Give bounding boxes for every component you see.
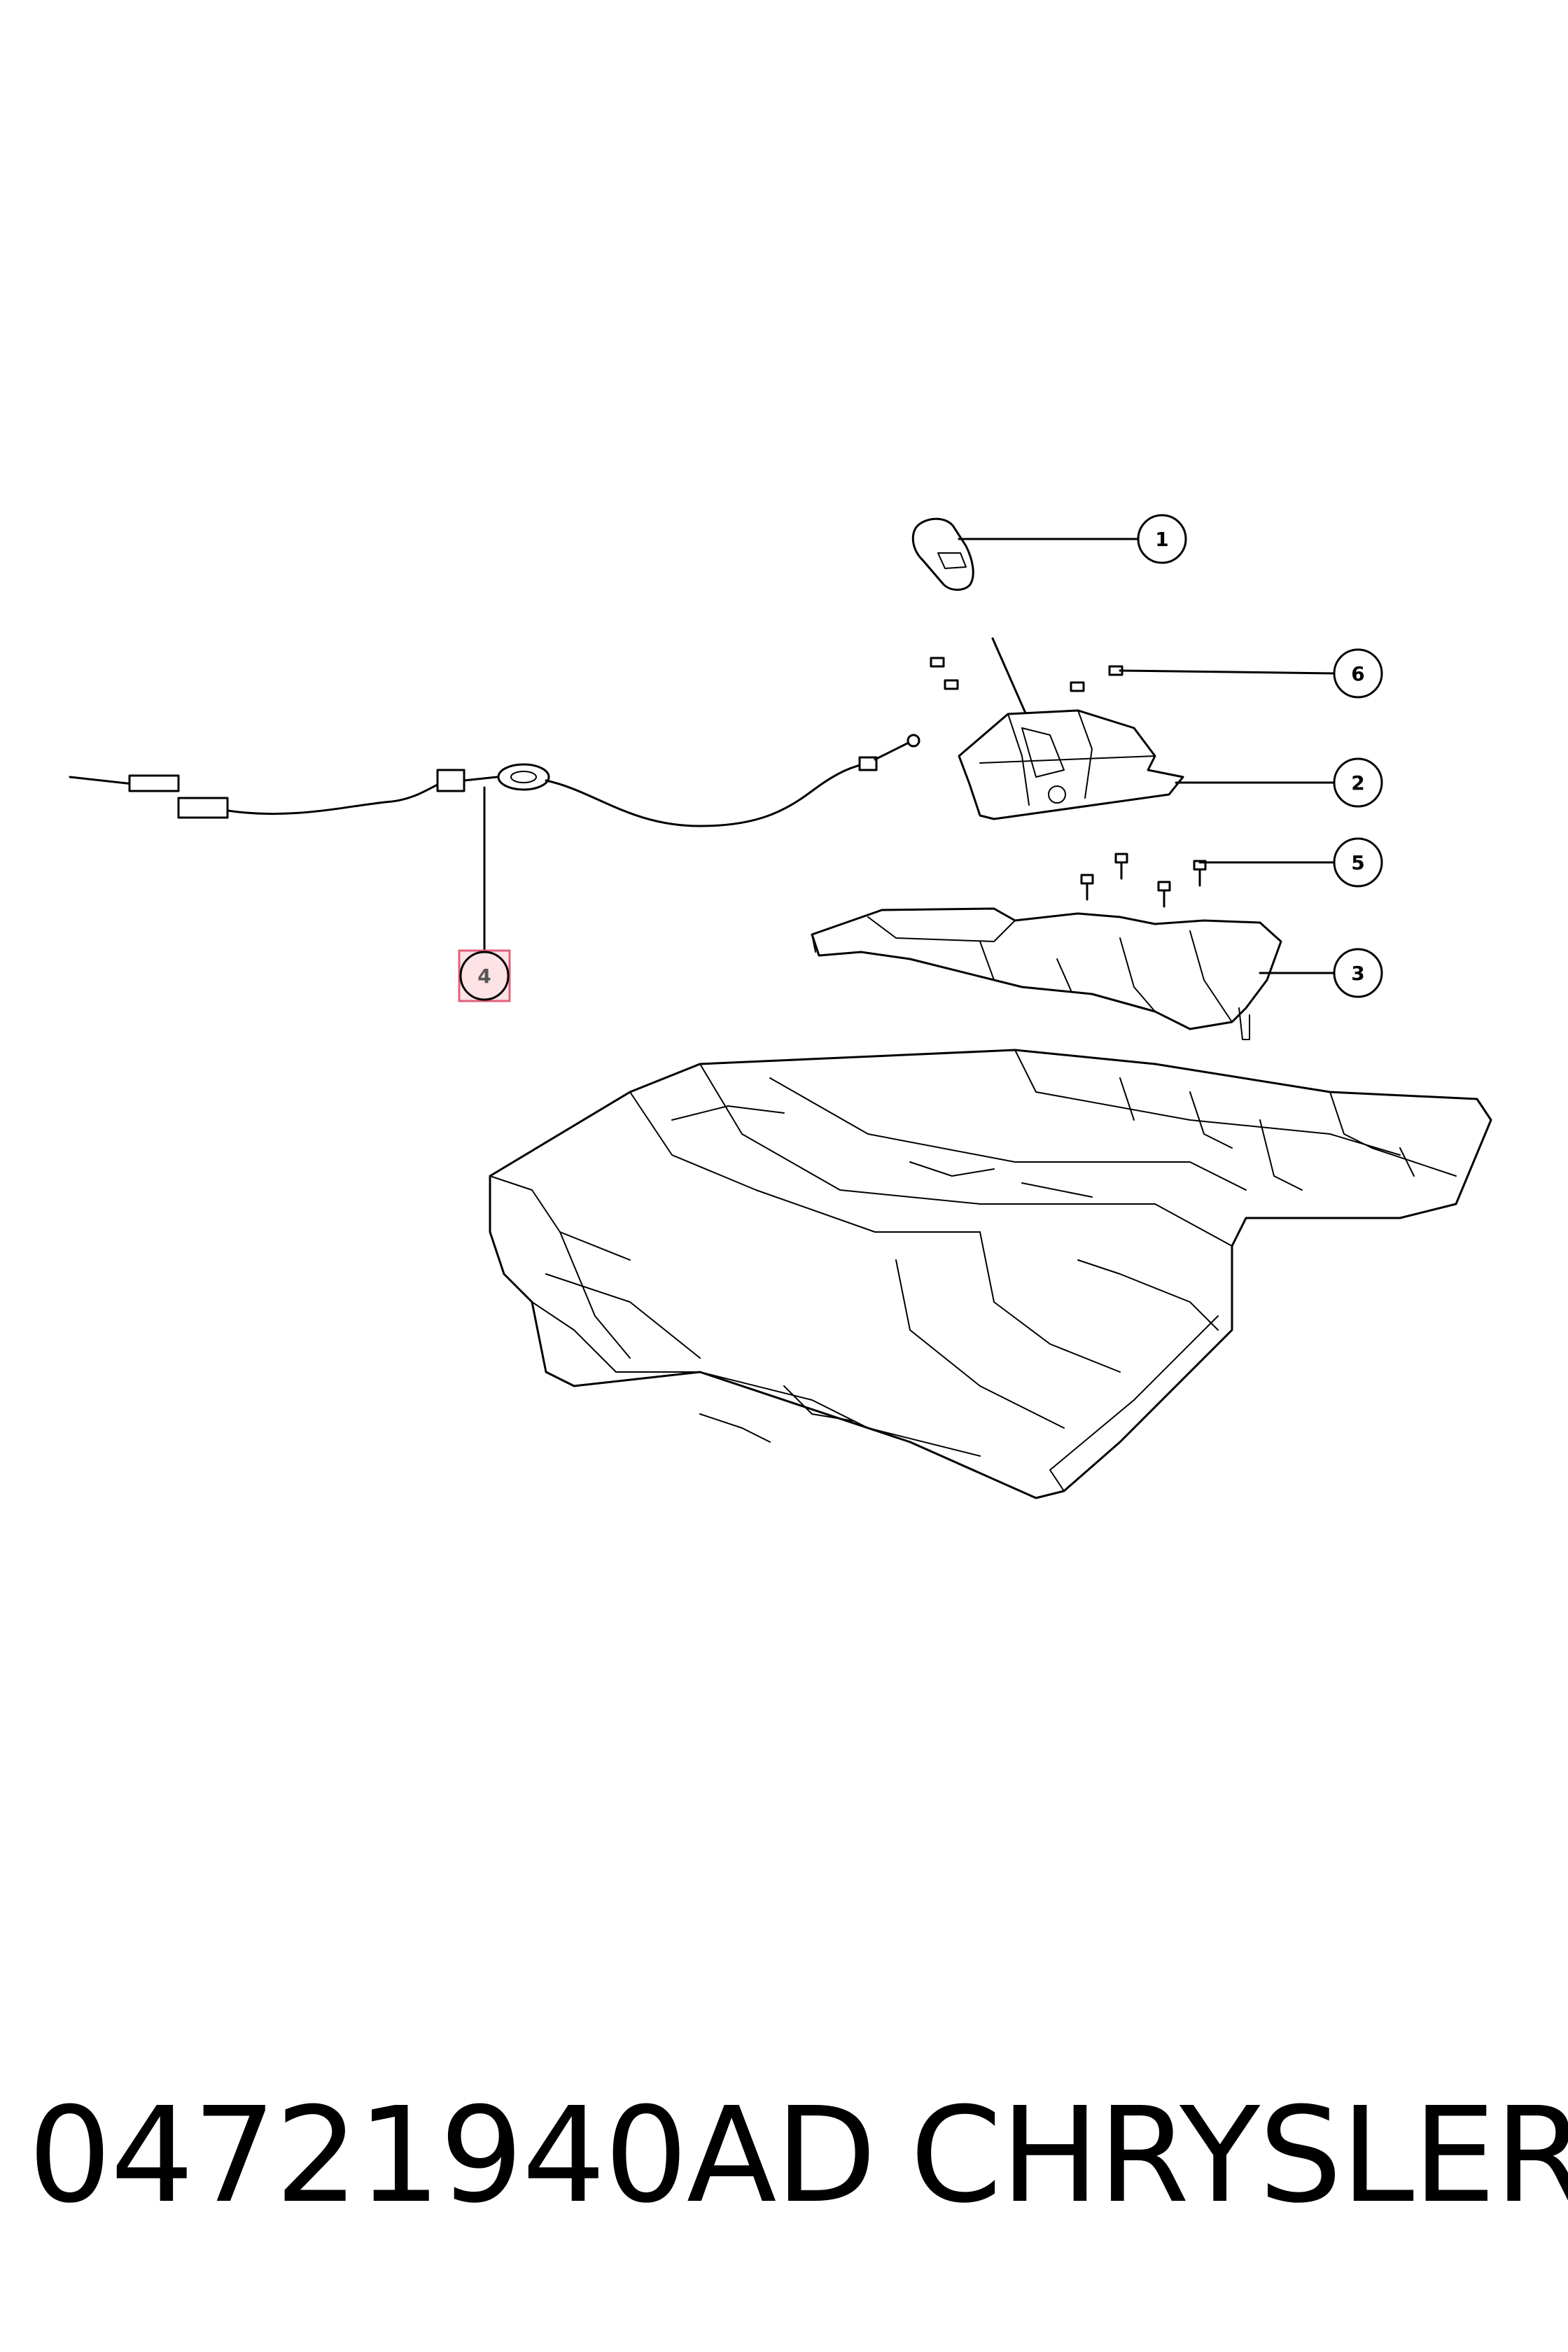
shift-cable [69,734,920,827]
part-number: 04721940AD [28,2079,876,2232]
shifter-bracket [811,907,1282,1040]
callout-2-label: 2 [1351,771,1364,794]
callout-6-leader [1119,669,1338,675]
callout-3: 3 [1333,948,1383,998]
callout-4-label: 4 [477,965,491,988]
bolts [1080,853,1207,908]
brand-name: CHRYSLER [910,2079,1568,2232]
callout-5: 5 [1333,837,1383,888]
callout-2: 2 [1333,757,1383,808]
callout-6-label: 6 [1351,662,1364,685]
footer: 04721940AD CHRYSLER [0,2072,1568,2240]
callout-3-label: 3 [1351,962,1364,985]
shifter-assembly [958,637,1184,820]
callout-6: 6 [1333,648,1383,699]
nuts [930,657,1124,692]
shift-knob [911,517,974,591]
callout-4-highlighted[interactable]: 4 [458,949,511,1002]
callout-5-label: 5 [1351,851,1364,874]
callout-1: 1 [1137,514,1187,564]
floor-pan [489,1049,1492,1499]
callout-1-label: 1 [1155,528,1168,551]
